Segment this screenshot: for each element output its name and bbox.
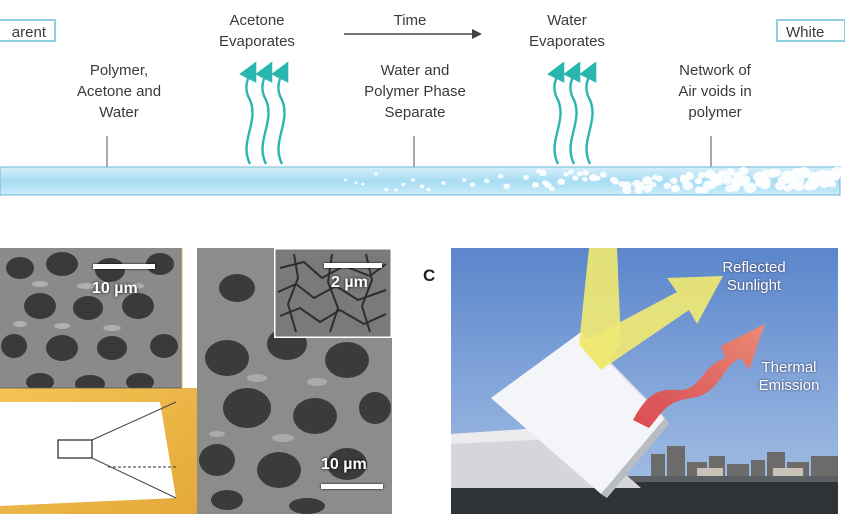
sample-photo — [0, 388, 200, 514]
air-void — [670, 185, 681, 193]
air-void — [354, 181, 358, 185]
air-void — [498, 174, 504, 179]
scale-label-right: 10 µm — [321, 456, 367, 473]
air-void — [694, 177, 703, 185]
air-void — [441, 181, 446, 185]
air-void — [523, 175, 530, 180]
air-void — [697, 172, 706, 179]
air-void — [803, 183, 813, 191]
air-void — [503, 183, 510, 190]
stage-initial-label: Polymer, Acetone and Water — [76, 62, 162, 121]
air-void — [670, 177, 678, 184]
stage-air-voids-label: Network of Air voids in polymer — [678, 62, 752, 121]
air-void — [635, 182, 645, 190]
air-void — [384, 188, 389, 192]
air-void — [531, 181, 539, 188]
air-void — [649, 181, 657, 188]
time-arrow-icon — [344, 29, 482, 39]
polymer-film-bar — [0, 136, 843, 196]
thermal-emission-label: Thermal Emission — [758, 359, 820, 394]
air-void — [557, 178, 566, 185]
air-void — [725, 168, 735, 176]
panel-letter-c: C — [423, 266, 436, 285]
air-void — [642, 176, 653, 185]
air-void — [611, 178, 620, 185]
air-void — [563, 172, 569, 177]
air-void — [686, 173, 695, 181]
rooftop-photo — [451, 248, 838, 514]
air-void — [743, 182, 757, 194]
air-void — [374, 172, 378, 176]
air-void — [401, 182, 406, 187]
water-evaporation-arrows-icon — [547, 61, 597, 165]
end-state-tag: White — [776, 19, 845, 42]
air-void — [768, 168, 778, 178]
air-void — [343, 178, 348, 182]
air-void — [702, 180, 715, 191]
air-void — [738, 166, 749, 176]
air-void — [760, 176, 771, 186]
sem-inset-image — [274, 248, 392, 338]
air-void — [682, 181, 694, 190]
air-void — [469, 182, 476, 187]
air-void — [655, 175, 663, 182]
scale-label-left: 10 µm — [92, 280, 138, 297]
scale-bar-right — [321, 484, 383, 489]
air-void — [567, 169, 575, 175]
air-void — [410, 178, 415, 182]
start-state-tag: arent — [0, 19, 56, 42]
air-void — [544, 182, 552, 189]
scale-bar-inset — [324, 263, 382, 268]
air-void — [538, 169, 547, 177]
air-void — [483, 178, 490, 184]
air-void — [393, 188, 398, 192]
air-void — [572, 175, 579, 181]
air-void — [594, 175, 601, 181]
stage-phase-separation-label: Water and Polymer Phase Separate — [364, 62, 466, 121]
air-void — [599, 171, 607, 178]
water-evaporates-label: Water Evaporates — [529, 12, 605, 50]
acetone-evaporation-arrows-icon — [239, 61, 289, 165]
air-void — [831, 166, 843, 177]
air-void — [462, 178, 467, 182]
air-void — [643, 184, 653, 193]
air-void — [721, 175, 734, 185]
reflected-sunlight-label: Reflected Sunlight — [722, 259, 786, 294]
zoom-lines — [0, 248, 183, 389]
air-void — [426, 187, 431, 192]
air-void — [548, 186, 555, 192]
scale-bar-left — [93, 264, 155, 269]
air-void — [419, 184, 425, 189]
air-void — [793, 182, 805, 192]
air-void — [576, 171, 583, 177]
air-void — [361, 182, 365, 186]
air-void — [582, 176, 588, 182]
air-void — [622, 186, 632, 195]
air-void — [739, 175, 751, 185]
air-void — [718, 170, 728, 178]
air-void — [774, 181, 786, 191]
air-void — [622, 181, 632, 189]
sem-image-left — [0, 248, 182, 388]
air-void — [713, 177, 724, 186]
air-void — [582, 169, 590, 176]
acetone-evaporates-label: Acetone Evaporates — [219, 12, 295, 50]
scale-label-inset: 2 µm — [331, 274, 368, 291]
time-label: Time — [393, 12, 427, 29]
air-void — [663, 182, 672, 190]
